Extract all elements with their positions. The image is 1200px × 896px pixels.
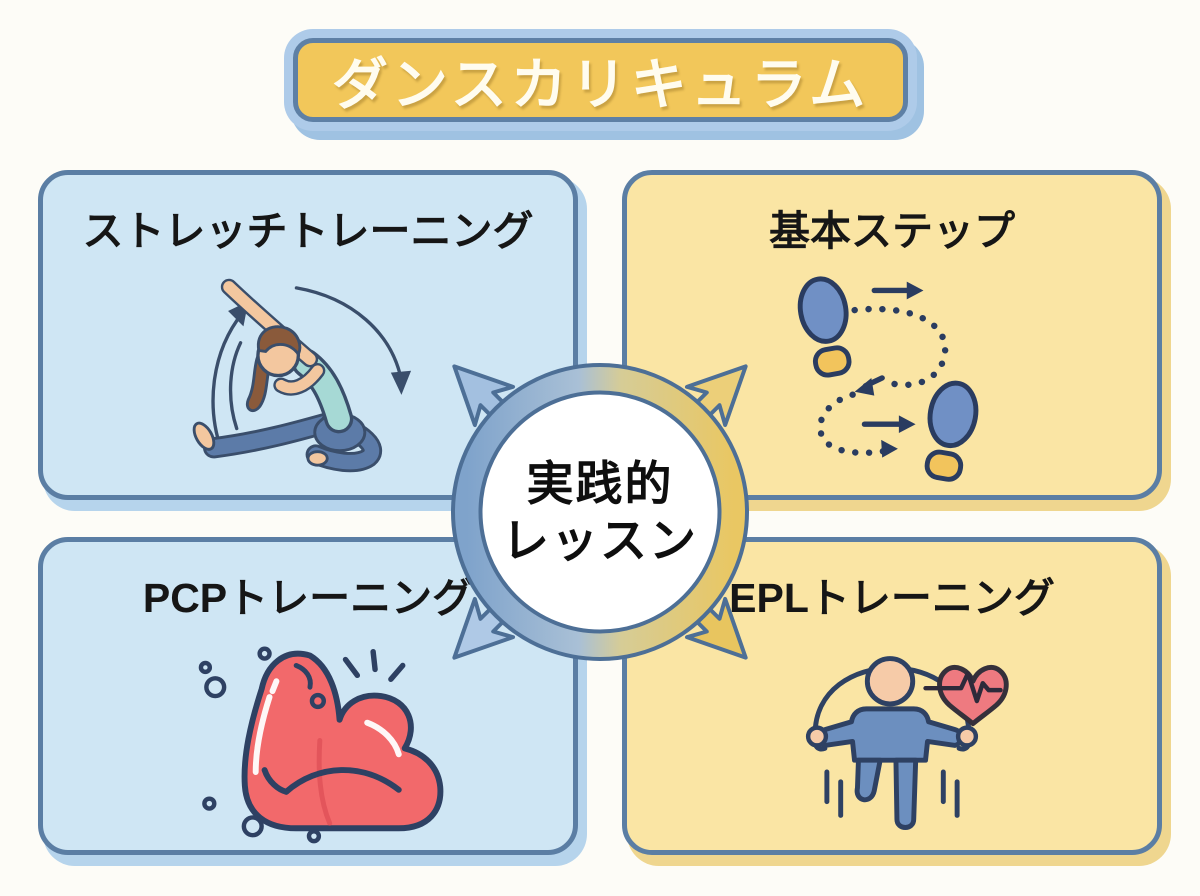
stretch-motion-arrows: [211, 286, 404, 452]
page-title: ダンスカリキュラム: [331, 52, 870, 116]
panel-pcp-training: PCPトレーニング: [38, 537, 578, 855]
figure-head: [864, 656, 916, 707]
footprint-left: [797, 276, 852, 378]
flexing-bicep-illustration: [198, 646, 444, 844]
hub-inner-circle: [478, 390, 722, 634]
step-arrows: [854, 281, 924, 458]
emphasis-ticks: [342, 648, 406, 682]
title-banner: ダンスカリキュラム: [293, 38, 908, 122]
highlight-lines: [252, 678, 402, 775]
dance-footsteps-illustration: [797, 276, 979, 482]
hub-ring: [453, 365, 747, 659]
dotted-path: [817, 305, 949, 456]
bubbles: [198, 646, 327, 844]
panel-title: ストレッチトレーニング: [82, 208, 534, 254]
center-hub: 実践的 レッスン: [385, 297, 815, 727]
hub-graphic: [451, 363, 749, 661]
figure-torso: [816, 706, 964, 763]
stretching-woman-illustration: [192, 278, 412, 473]
heart-pulse-icon: [923, 665, 1009, 727]
jump-rope-heart-illustration: [805, 656, 1009, 830]
panel-stretch-training: ストレッチトレーニング: [38, 170, 578, 500]
panel-title: EPLトレーニング: [729, 575, 1055, 621]
panel-title: PCPトレーニング: [142, 575, 474, 621]
footprint-right: [924, 380, 979, 482]
panel-title: 基本ステップ: [769, 208, 1015, 254]
motion-lines: [824, 769, 960, 818]
